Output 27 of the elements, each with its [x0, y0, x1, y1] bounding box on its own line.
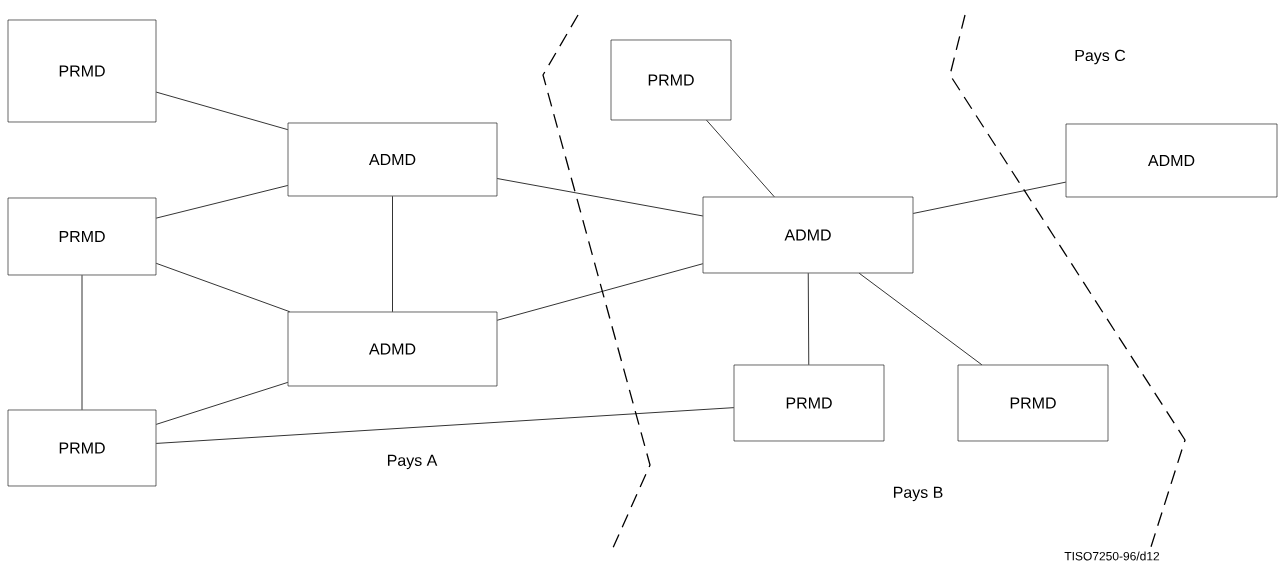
- box: ADMD: [287, 122, 498, 197]
- box: ADMD: [702, 196, 914, 274]
- box: PRMD: [7, 197, 157, 276]
- country-label: Pays C: [1075, 49, 1126, 65]
- connector-line: [81, 274, 83, 411]
- figure-code: TISO7250-96/d12: [1064, 551, 1160, 561]
- connector-line: [912, 181, 1067, 214]
- connector-line: [496, 178, 704, 217]
- box: PRMD: [610, 39, 732, 121]
- connector-line: [155, 185, 289, 219]
- connector-line: [706, 119, 775, 198]
- connector-line: [155, 91, 289, 131]
- box: PRMD: [7, 409, 157, 487]
- connector-line: [155, 262, 291, 313]
- box: PRMD: [7, 19, 157, 123]
- connector-line: [807, 272, 810, 366]
- connector-line: [392, 195, 393, 313]
- connector-line: [496, 263, 704, 321]
- country-label: Pays A: [388, 454, 438, 470]
- box: ADMD: [1065, 123, 1278, 198]
- connector-line: [155, 407, 735, 444]
- box: PRMD: [957, 364, 1109, 442]
- connector-line: [155, 382, 289, 425]
- box: ADMD: [287, 311, 498, 387]
- connector-line: [858, 272, 983, 366]
- box: PRMD: [733, 364, 885, 442]
- country-label: Pays B: [894, 486, 943, 502]
